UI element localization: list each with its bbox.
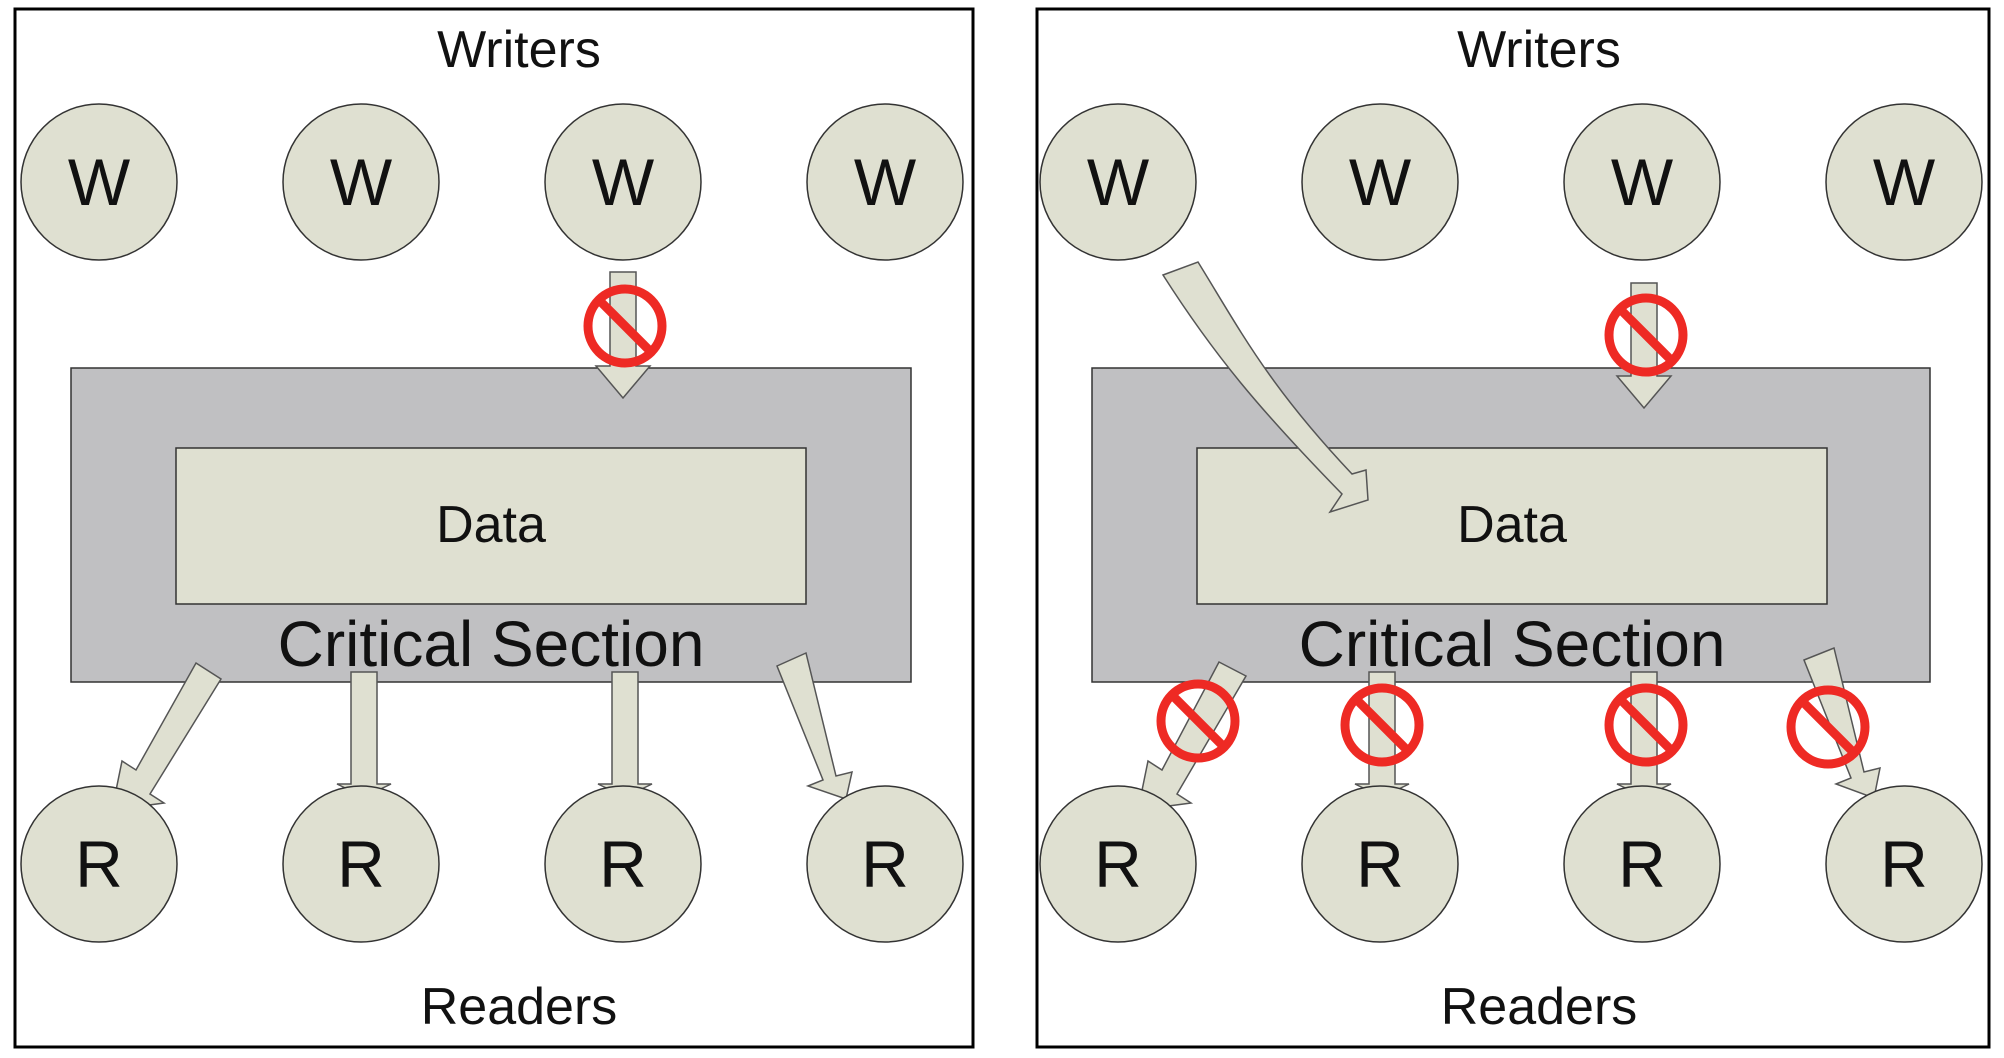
reader-label: R (1356, 827, 1404, 901)
readers-title: Readers (421, 978, 618, 1036)
writer-label: W (330, 145, 393, 219)
writer-node: W (1039, 103, 1197, 261)
reader-node: R (806, 785, 964, 943)
writer-label: W (854, 145, 917, 219)
critical-section-label: Critical Section (278, 608, 705, 680)
writer-label: W (1087, 145, 1150, 219)
reader-label: R (75, 827, 123, 901)
writer-node: W (1563, 103, 1721, 261)
writer-node: W (544, 103, 702, 261)
prohibited-sign-icon (1604, 683, 1688, 767)
writer-node: W (282, 103, 440, 261)
reader-label: R (337, 827, 385, 901)
reader-node: R (1825, 785, 1983, 943)
reader-node: R (1301, 785, 1459, 943)
reader-label: R (599, 827, 647, 901)
writers-title: Writers (1457, 21, 1621, 79)
reader-node: R (1039, 785, 1197, 943)
critical-section-label: Critical Section (1299, 608, 1726, 680)
writer-label: W (1611, 145, 1674, 219)
writer-label: W (1349, 145, 1412, 219)
data-label: Data (436, 496, 546, 554)
reader-node: R (1563, 785, 1721, 943)
reader-label: R (861, 827, 909, 901)
prohibited-sign-icon (1604, 293, 1688, 377)
panel-left: Writers W W W W Data Critical Section (13, 7, 975, 1049)
writers-title: Writers (437, 21, 601, 79)
reader-access-arrow (776, 651, 853, 800)
prohibited-sign-icon (1786, 685, 1870, 769)
prohibited-sign-icon (1156, 679, 1240, 763)
prohibited-sign-icon (1340, 683, 1424, 767)
reader-node: R (20, 785, 178, 943)
reader-label: R (1094, 827, 1142, 901)
writer-label: W (1873, 145, 1936, 219)
writer-access-arrow (1161, 261, 1369, 514)
writer-node: W (1301, 103, 1459, 261)
writer-node: W (20, 103, 178, 261)
reader-label: R (1880, 827, 1928, 901)
writer-label: W (592, 145, 655, 219)
reader-node: R (544, 785, 702, 943)
prohibited-sign-icon (583, 284, 667, 368)
panel-right: Writers W W W W Data Critical Section (1035, 7, 1991, 1049)
writer-node: W (1825, 103, 1983, 261)
writer-label: W (68, 145, 131, 219)
reader-access-arrow (1803, 646, 1881, 800)
data-box (175, 447, 807, 605)
reader-node: R (282, 785, 440, 943)
data-label: Data (1457, 496, 1567, 554)
reader-label: R (1618, 827, 1666, 901)
readers-title: Readers (1441, 978, 1638, 1036)
writer-node: W (806, 103, 964, 261)
data-box (1196, 447, 1828, 605)
